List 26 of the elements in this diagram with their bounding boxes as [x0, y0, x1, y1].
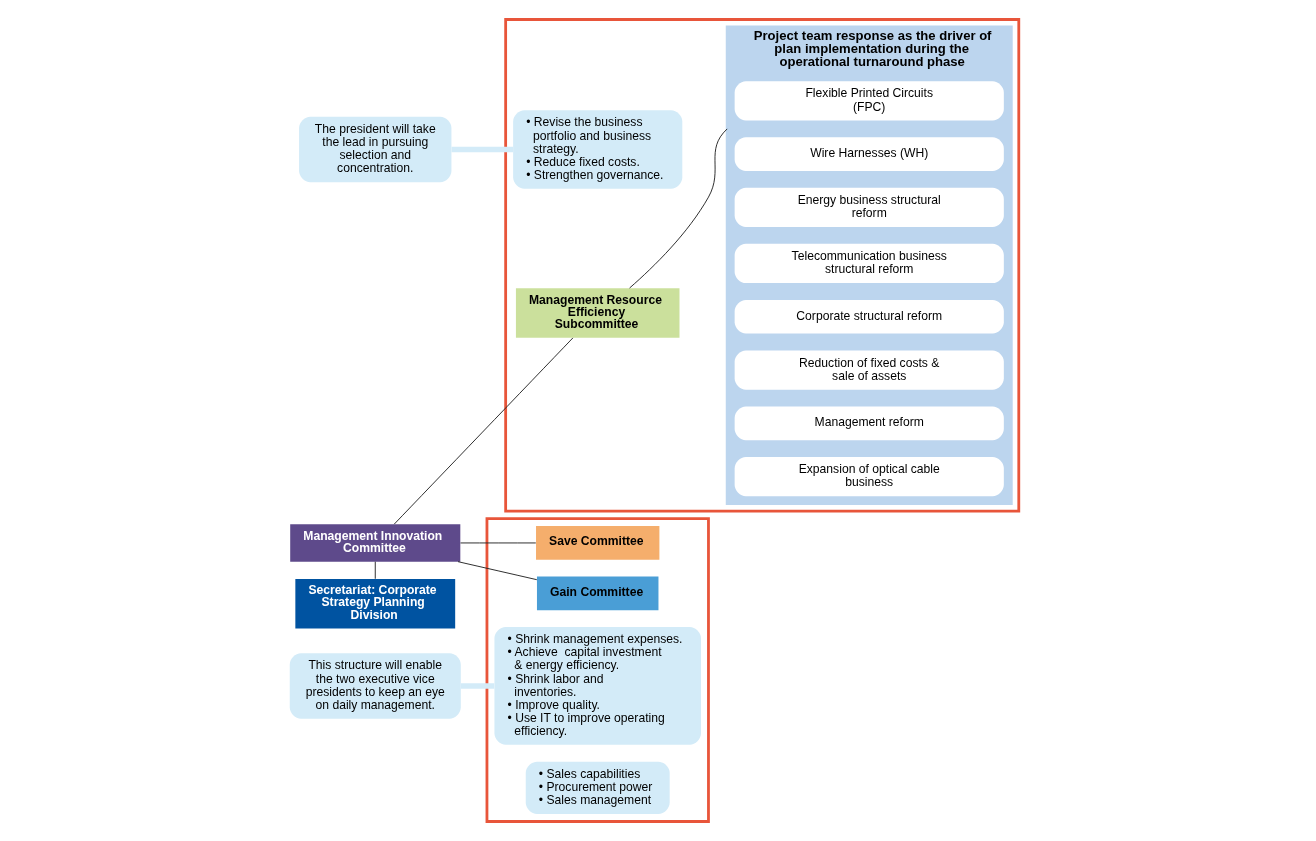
- node-box: Telecommunication business structural reform: [734, 243, 1004, 284]
- node-box: Management Resource Efficiency Subcommittee: [515, 288, 680, 338]
- node-box: This structure will enable the two executive vice presidents to keep an eye on daily management.: [289, 653, 461, 719]
- node-box: Expansion of optical cable business: [734, 456, 1004, 497]
- node-box: Reduction of fixed costs & sale of assets: [734, 350, 1004, 390]
- node-box: Secretariat: Corporate Strategy Planning Division: [295, 578, 456, 629]
- node-box: Management Innovation Committee: [290, 524, 461, 562]
- connector: [460, 683, 495, 689]
- node-box: • Revise the business portfolio and business strategy. • Reduce fixed costs. • Strengthen governance.: [513, 110, 683, 189]
- connector: [629, 128, 728, 289]
- node-box: • Sales capabilities • Procurement power • Sales management: [525, 761, 670, 814]
- node-box: Gain Committee: [536, 576, 659, 611]
- cluster: [485, 517, 710, 823]
- node-box: Flexible Printed Circuits (FPC): [734, 81, 1004, 121]
- node-box: Save Committee: [536, 526, 660, 560]
- cluster: [504, 18, 1021, 513]
- node-box: Energy business structural reform: [734, 187, 1004, 227]
- connector: [451, 146, 514, 153]
- connector: [457, 561, 538, 581]
- node-box: • Shrink management expenses. • Achieve capital investment & energy efficiency. • Shrink labor and inventories. • Improve quality. • Use IT to improve operating efficiency.: [494, 627, 701, 745]
- node-box: The president will take the lead in pursuing selection and concentration.: [299, 116, 452, 183]
- node-box: Corporate structural reform: [734, 299, 1004, 334]
- node-box: Management reform: [734, 406, 1004, 441]
- connector: [393, 337, 574, 525]
- node-box: Wire Harnesses (WH): [734, 137, 1004, 171]
- connector: [374, 561, 376, 580]
